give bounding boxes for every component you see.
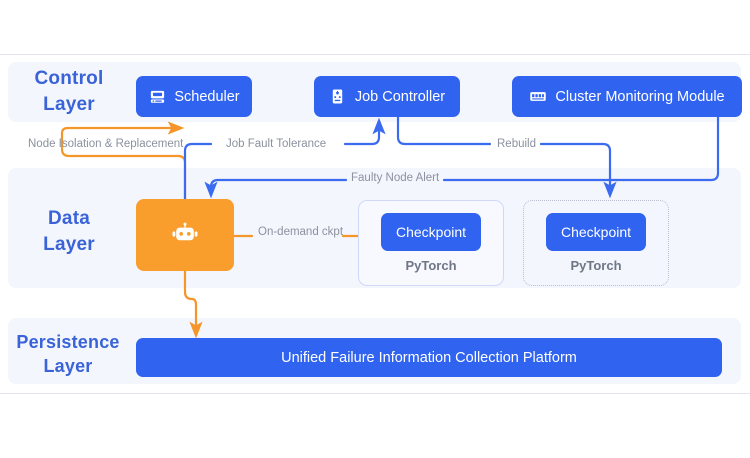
persistence-layer-title: Persistence Layer [6, 330, 130, 379]
scheduler-label: Scheduler [174, 88, 240, 105]
checkpoint-label-right: Checkpoint [560, 224, 632, 240]
checkpoint-label-left: Checkpoint [395, 224, 467, 240]
unified-platform-label: Unified Failure Information Collection P… [281, 349, 577, 366]
control-layer-title-line2: Layer [43, 93, 95, 115]
persistence-layer-title-line2: Layer [43, 356, 93, 377]
job-controller-node[interactable]: Job Controller [314, 76, 460, 117]
cluster-monitoring-node[interactable]: Cluster Monitoring Module [512, 76, 742, 117]
agent-node[interactable] [136, 199, 234, 271]
checkpoint-node-right[interactable]: Checkpoint [546, 213, 646, 251]
pytorch-container-left: Checkpoint PyTorch [358, 200, 504, 286]
pytorch-label-right: PyTorch [570, 258, 622, 273]
cluster-monitoring-label: Cluster Monitoring Module [555, 88, 725, 105]
edge-label-node-isolation: Node Isolation & Replacement [28, 138, 184, 150]
scheduler-node[interactable]: Scheduler [136, 76, 252, 117]
edge-label-faulty-node-alert: Faulty Node Alert [351, 172, 440, 184]
edge-label-on-demand-ckpt: On-demand ckpt [258, 226, 344, 238]
robot-icon [170, 220, 200, 250]
unified-platform-node[interactable]: Unified Failure Information Collection P… [136, 338, 722, 377]
pytorch-label-left: PyTorch [405, 258, 457, 273]
persistence-layer-title-line1: Persistence [16, 332, 120, 352]
data-layer-title-line1: Data [48, 208, 90, 229]
server-rack-icon [529, 88, 547, 106]
job-card-icon [329, 88, 347, 106]
server-monitor-icon [148, 88, 166, 106]
control-layer-title-line1: Control [34, 68, 104, 89]
control-layer-title: Control Layer [14, 66, 124, 117]
job-controller-label: Job Controller [354, 88, 446, 105]
edge-label-rebuild: Rebuild [497, 138, 536, 150]
edge-label-job-fault-tolerance: Job Fault Tolerance [226, 138, 327, 150]
checkpoint-node-left[interactable]: Checkpoint [381, 213, 481, 251]
data-layer-title-line2: Layer [43, 233, 95, 255]
data-layer-title: Data Layer [14, 206, 124, 257]
pytorch-container-right: Checkpoint PyTorch [523, 200, 669, 286]
